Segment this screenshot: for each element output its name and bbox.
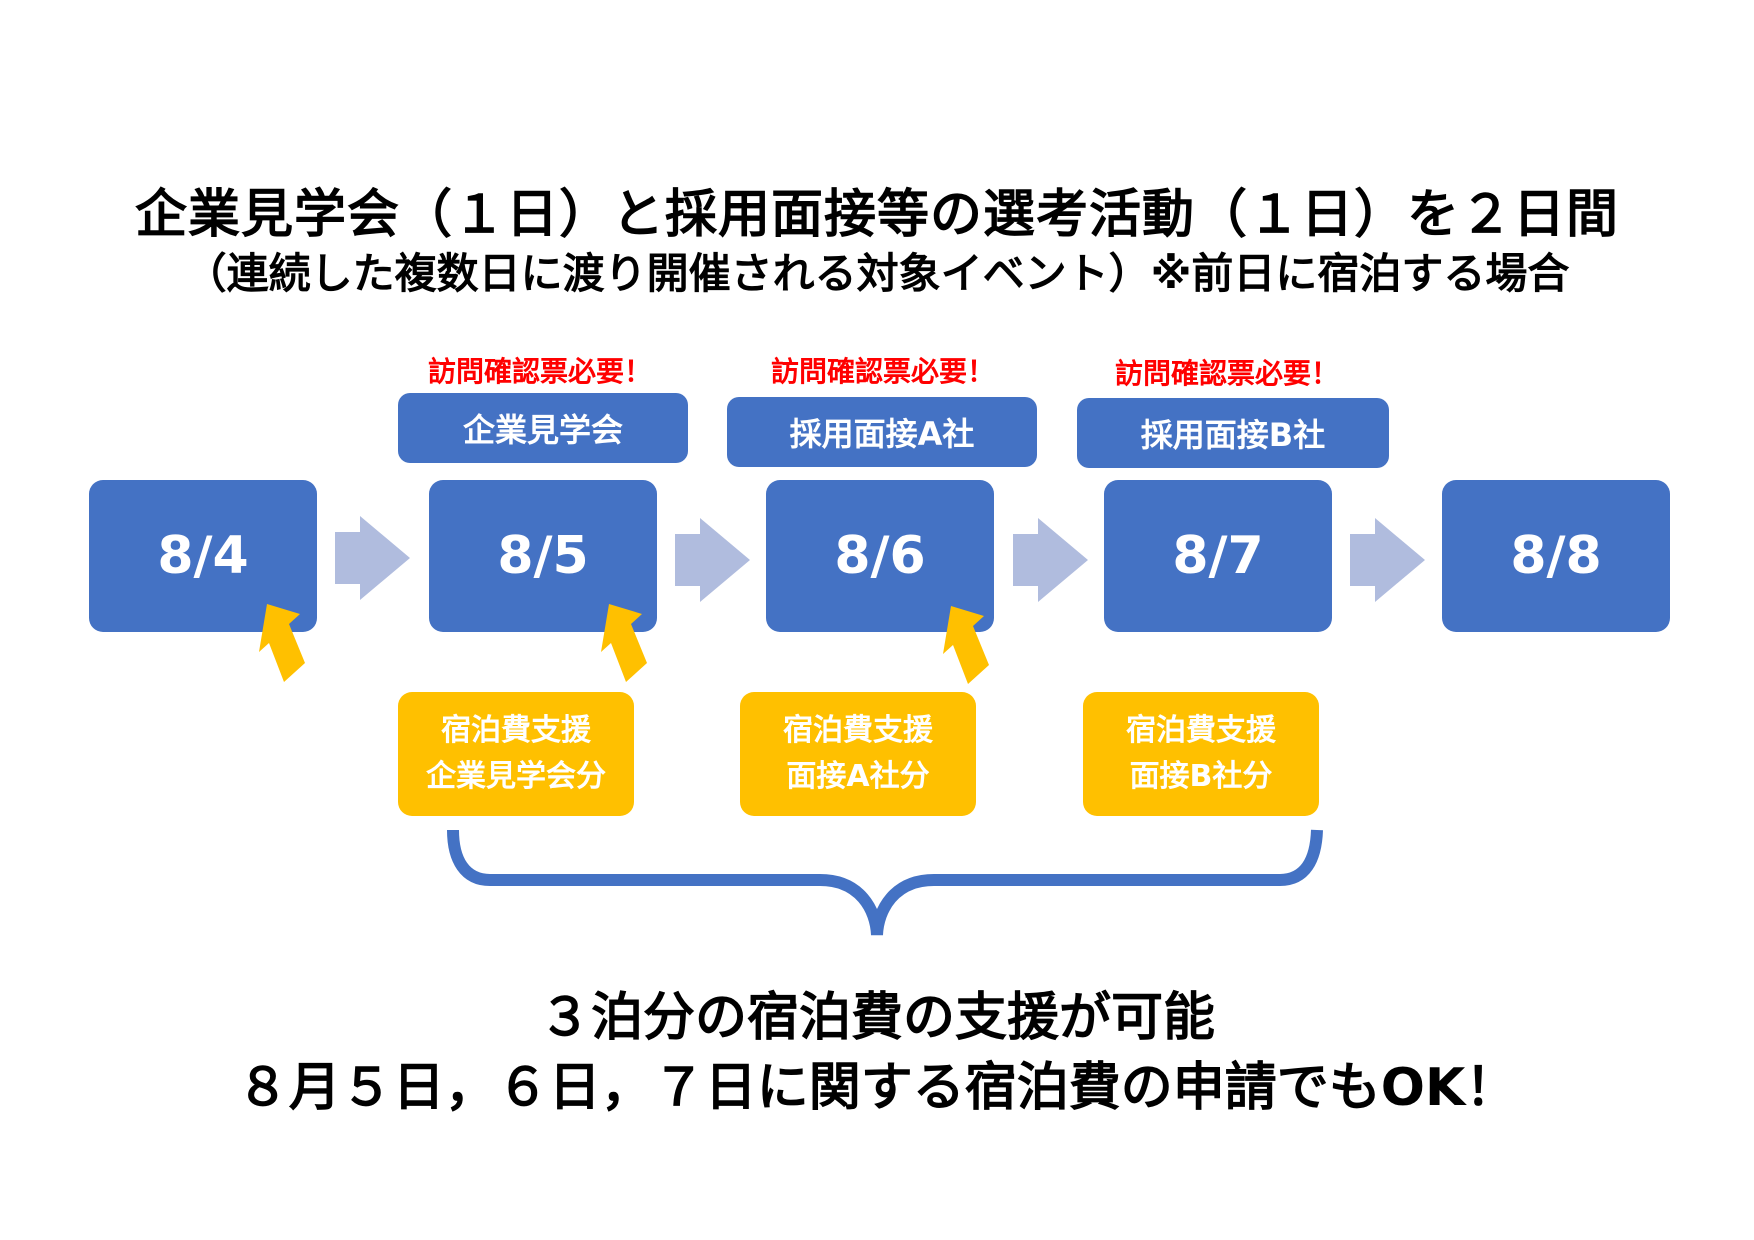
event-interview-b: 採用面接B社 <box>1077 398 1389 468</box>
support-detail: 企業見学会分 <box>426 759 606 794</box>
visit-confirmation-note-3: 訪問確認票必要！ <box>1114 357 1339 390</box>
brace-icon <box>447 829 1323 936</box>
event-company-tour: 企業見学会 <box>398 393 688 463</box>
day-box-8-5: 8/5 <box>429 480 657 632</box>
title-line1: 企業見学会（１日）と採用面接等の選考活動（１日）を２日間 <box>134 185 1619 245</box>
right-arrow-icon <box>335 516 410 600</box>
visit-confirmation-note-2: 訪問確認票必要！ <box>770 355 995 388</box>
right-arrow-icon <box>675 518 750 602</box>
lodging-support-interview-b: 宿泊費支援 面接B社分 <box>1083 692 1319 816</box>
visit-confirmation-note-1: 訪問確認票必要！ <box>427 355 652 388</box>
up-left-arrow-icon <box>259 604 305 682</box>
support-detail: 面接B社分 <box>1129 759 1273 794</box>
day-box-8-8: 8/8 <box>1442 480 1670 632</box>
up-left-arrow-icon <box>943 606 989 684</box>
lodging-support-company-tour: 宿泊費支援 企業見学会分 <box>398 692 634 816</box>
lodging-support-interview-a: 宿泊費支援 面接A社分 <box>740 692 976 816</box>
event-interview-a: 採用面接A社 <box>727 397 1037 467</box>
right-arrow-icon <box>1350 518 1425 602</box>
day-box-8-7: 8/7 <box>1104 480 1332 632</box>
right-arrow-icon <box>1013 518 1088 602</box>
support-title: 宿泊費支援 <box>441 712 591 748</box>
up-left-arrow-icon <box>601 604 647 682</box>
day-box-8-4: 8/4 <box>89 480 317 632</box>
summary-line2: ８月５日，６日，７日に関する宿泊費の申請でもOK！ <box>236 1058 1518 1118</box>
day-box-8-6: 8/6 <box>766 480 994 632</box>
support-title: 宿泊費支援 <box>783 712 933 748</box>
summary-line1: ３泊分の宿泊費の支援が可能 <box>538 988 1215 1048</box>
support-title: 宿泊費支援 <box>1126 712 1276 748</box>
title-line2: （連続した複数日に渡り開催される対象イベント）※前日に宿泊する場合 <box>184 249 1570 298</box>
support-detail: 面接A社分 <box>786 759 930 794</box>
